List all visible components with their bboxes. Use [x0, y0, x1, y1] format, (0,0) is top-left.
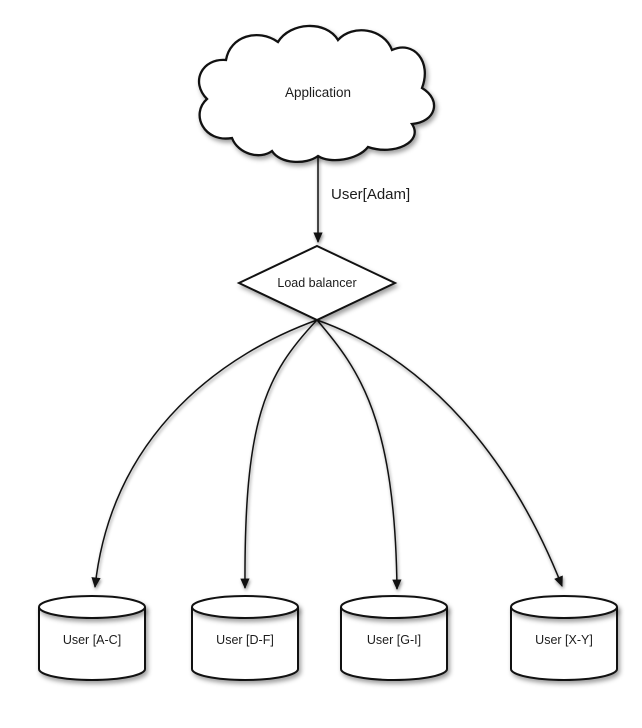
shard-2-label: User [D-F] [216, 633, 274, 647]
application-label: Application [284, 85, 352, 100]
cloud-shape [197, 24, 436, 163]
node-shard-2-cylinder [191, 595, 299, 681]
diagram-edges [91, 150, 563, 591]
node-shard-4-cylinder [510, 595, 618, 681]
node-loadbalancer-diamond [236, 244, 398, 322]
cylinder-top [510, 595, 618, 619]
edge-loadbalancer-to-shard-3-arrow [316, 319, 402, 591]
node-shard-1-cylinder [38, 595, 146, 681]
edge-user-adam-label: User[Adam] [331, 186, 411, 203]
edge-loadbalancer-to-shard-1-arrow [91, 319, 318, 589]
edge-loadbalancer-to-shard-4-arrow [316, 319, 563, 587]
load-balancer-label: Load balancer [277, 276, 357, 290]
edge-loadbalancer-to-shard-2-arrow [240, 319, 318, 590]
cylinder-top [191, 595, 299, 619]
shard-1-label: User [A-C] [62, 633, 122, 647]
shard-3-label: User [G-I] [366, 633, 422, 647]
cylinder-top [38, 595, 146, 619]
node-application-cloud [197, 24, 436, 163]
shard-4-label: User [X-Y] [535, 633, 593, 647]
node-shard-3-cylinder [340, 595, 448, 681]
cylinder-top [340, 595, 448, 619]
diamond-shape [236, 244, 398, 322]
